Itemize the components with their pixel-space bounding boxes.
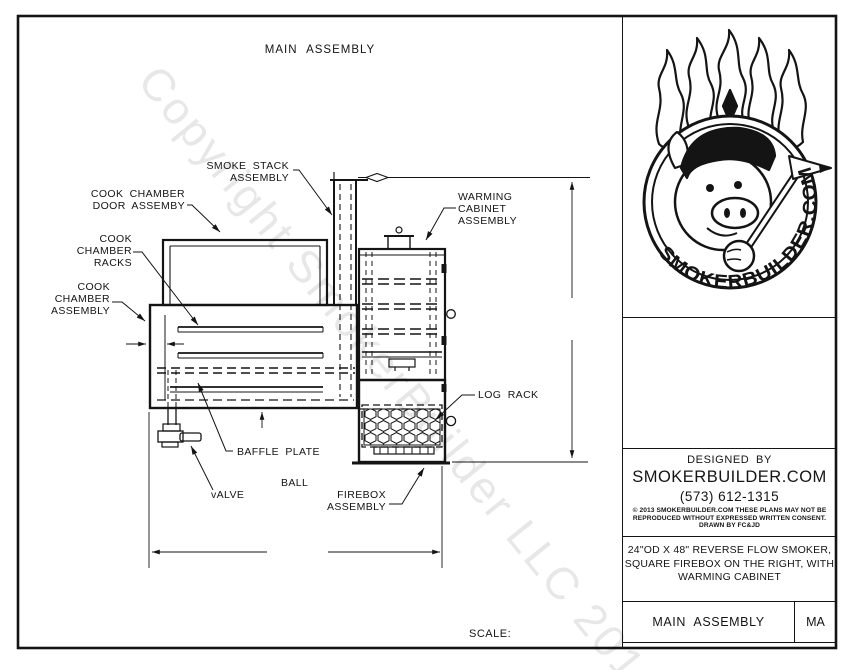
cook-chamber-racks-lines — [170, 326, 324, 393]
phone-number: (573) 612-1315 — [679, 489, 780, 504]
cook-chamber-door — [161, 238, 329, 307]
leader-lines — [112, 169, 475, 505]
sheet-code: MA — [794, 602, 836, 642]
company-name: SMOKERBUILDER.COM — [632, 468, 827, 486]
door-handle-icon — [446, 309, 456, 319]
hinge-icon — [441, 264, 447, 273]
notes-cell — [623, 318, 836, 449]
firebox-box — [352, 378, 457, 465]
copyright-notice: © 2013 SMOKERBUILDER.COM THESE PLANS MAY… — [632, 507, 827, 530]
drain-valve — [157, 370, 202, 448]
label-ball: BALL — [281, 477, 309, 489]
sheet-name: MAIN ASSEMBLY — [652, 615, 765, 629]
hinge-icon — [441, 336, 447, 345]
label-cook-chamber-racks: COOK CHAMBER RACKS — [76, 233, 132, 269]
datum-flag-icon — [364, 172, 390, 183]
label-valve: vALVE — [211, 489, 245, 501]
label-baffle-plate: BAFFLE PLATE — [237, 446, 320, 458]
warming-cabinet-box — [357, 226, 456, 382]
firebox-handle-icon — [445, 415, 457, 427]
smokerbuilder-logo-icon: SMOKERBUILDER.COM — [642, 28, 832, 293]
description-cell: 24"OD X 48" REVERSE FLOW SMOKER, SQUARE … — [623, 537, 836, 602]
sheet-border — [16, 14, 838, 650]
label-log-rack: LOG RACK — [478, 389, 539, 401]
label-cook-chamber-door: COOK CHAMBER DOOR ASSEMBY — [90, 188, 185, 212]
title-block: SMOKERBUILDER.COM DESIGNED BY SMOKERBUIL… — [622, 16, 836, 648]
hinge-icon — [441, 384, 447, 392]
sheet-name-cell: MAIN ASSEMBLY MA — [623, 602, 836, 643]
designed-by-label: DESIGNED BY — [687, 454, 772, 466]
drawing-title: MAIN ASSEMBLY — [264, 44, 376, 56]
designer-cell: DESIGNED BY SMOKERBUILDER.COM (573) 612-… — [623, 449, 836, 537]
logo-cell: SMOKERBUILDER.COM — [623, 16, 836, 318]
baffle-plate-lines — [157, 367, 442, 410]
label-cook-chamber-assembly: COOK CHAMBER ASSEMBLY — [50, 281, 110, 317]
log-rack-basket — [363, 408, 441, 446]
dimension-lines — [126, 172, 590, 568]
label-warming-cabinet: WARMING CABINET ASSEMBLY — [458, 191, 518, 227]
vent-knob-icon — [395, 226, 403, 234]
smoke-stack — [330, 172, 368, 397]
label-smoke-stack: SMOKE STACK ASSEMBLY — [206, 160, 289, 184]
label-firebox: FIREBOX ASSEMBLY — [326, 489, 386, 513]
scale-label: SCALE: — [469, 628, 512, 640]
